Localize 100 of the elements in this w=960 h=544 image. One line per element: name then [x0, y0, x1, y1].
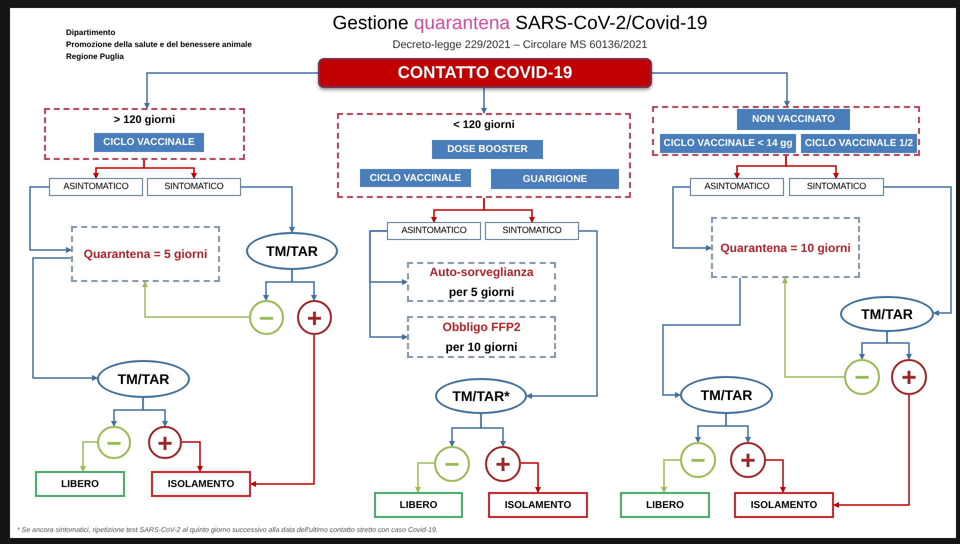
node-text: DOSE BOOSTER — [447, 143, 528, 157]
category-box — [491, 169, 619, 189]
group-box — [337, 113, 631, 198]
category-box — [94, 133, 204, 152]
symptom-box — [147, 178, 241, 196]
arrow — [521, 462, 541, 493]
node-text: + — [901, 364, 917, 390]
symptom-box — [690, 178, 784, 196]
symptom-box — [387, 222, 481, 240]
node-text: per 5 giorni — [448, 284, 514, 301]
arrow — [884, 186, 952, 316]
node-text: NON VACCINATO — [752, 113, 835, 127]
category-box — [432, 140, 543, 159]
outcome-box — [151, 471, 251, 497]
arrow — [369, 230, 408, 340]
arrow — [80, 441, 97, 472]
arrow — [483, 198, 535, 223]
node-text: CONTATTO COVID-19 — [398, 62, 572, 84]
node-text: LIBERO — [400, 498, 438, 512]
category-box — [801, 134, 917, 153]
department-text: Promozione della salute e del benessere animale — [66, 39, 252, 51]
measure-box — [711, 217, 860, 278]
node-text: − — [444, 451, 460, 477]
category-box — [660, 134, 796, 153]
node-text: Auto-sorveglianza — [429, 264, 534, 281]
arrow — [143, 160, 197, 179]
node-text: per 10 giorni — [445, 339, 518, 356]
node-text: − — [258, 304, 274, 330]
arrow — [481, 88, 487, 114]
node-text: Quarantena = 5 giorni — [84, 246, 208, 263]
node-text: SINTOMATICO — [164, 180, 224, 194]
group-box — [44, 108, 245, 160]
arrow — [782, 277, 844, 378]
node-text: TM/TAR — [118, 370, 170, 388]
node-text: TM/TAR — [700, 386, 752, 404]
arrow — [415, 462, 434, 493]
arrow — [785, 156, 839, 179]
node-text: + — [740, 447, 756, 473]
title: Gestione quarantena SARS-CoV-2/Covid-19 — [332, 12, 708, 36]
node-text: LIBERO — [646, 498, 684, 512]
node-text: ISOLAMENTO — [504, 498, 572, 512]
node-text: − — [106, 430, 122, 456]
department-text: Regione Puglia — [66, 51, 125, 63]
arrow — [32, 257, 98, 381]
node-text: > 120 giorni — [114, 113, 176, 128]
node-text: Quarantena = 10 giorni — [720, 240, 851, 256]
node-text: + — [306, 304, 322, 330]
node-text: CICLO VACCINALE < 14 gg — [664, 137, 792, 151]
outcome-box — [620, 492, 710, 518]
node-text: LIBERO — [61, 478, 99, 492]
node-text: ASINTOMATICO — [704, 180, 770, 194]
arrow — [833, 395, 910, 508]
group-box — [652, 106, 920, 156]
measure-box — [71, 226, 220, 282]
symptom-box — [49, 178, 143, 196]
symptom-box — [485, 222, 579, 240]
department-text: Dipartimento — [66, 27, 116, 39]
node-text: − — [854, 364, 870, 390]
node-text: + — [495, 451, 511, 477]
arrow — [182, 441, 203, 472]
arrow — [29, 186, 72, 253]
node-text: CICLO VACCINALE 1/2 — [804, 137, 914, 151]
outcome-box — [734, 492, 834, 518]
arrow — [142, 281, 249, 318]
node-text: + — [157, 430, 173, 456]
node-text: CICLO VACCINALE — [370, 172, 462, 186]
arrow — [526, 230, 598, 399]
arrow — [241, 186, 295, 233]
node-text: TM/TAR* — [452, 386, 510, 406]
category-box — [360, 169, 471, 187]
arrow — [250, 335, 315, 487]
symptom-box — [789, 178, 884, 196]
node-text: CICLO VACCINALE — [103, 136, 195, 150]
category-box — [737, 109, 850, 130]
node-text: − — [690, 447, 706, 473]
arrow — [766, 459, 786, 493]
measure-box — [407, 262, 556, 302]
node-text: ASINTOMATICO — [64, 180, 128, 194]
start-box — [318, 58, 652, 88]
node-text: ASINTOMATICO — [402, 224, 466, 238]
outcome-box — [35, 471, 125, 497]
arrow — [144, 72, 318, 109]
arrow — [672, 186, 712, 251]
node-text: Obbligo FFP2 — [442, 319, 520, 336]
arrow — [480, 414, 506, 447]
outcome-box — [488, 492, 588, 518]
arrow — [142, 398, 168, 427]
node-text: < 120 giorni — [453, 118, 515, 133]
outcome-box — [374, 492, 463, 518]
node-text: SINTOMATICO — [806, 180, 866, 194]
arrow — [886, 332, 912, 360]
node-text: ISOLAMENTO — [168, 478, 234, 492]
measure-box — [407, 316, 556, 358]
node-text: GUARIGIONE — [522, 172, 588, 186]
node-text: ISOLAMENTO — [750, 498, 818, 512]
subtitle: Decreto-legge 229/2021 – Circolare MS 60136/2021 — [392, 38, 648, 53]
arrow — [291, 270, 317, 301]
arrow — [652, 72, 790, 107]
node-text: TM/TAR — [266, 242, 318, 260]
arrow — [661, 459, 680, 493]
